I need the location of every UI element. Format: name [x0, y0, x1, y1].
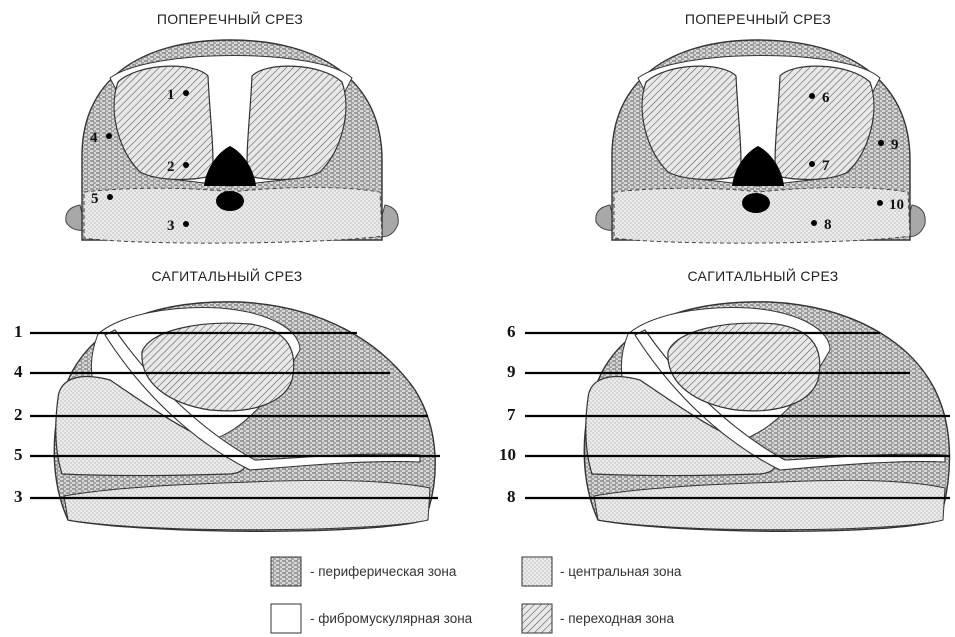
- legend-swatch-transitional: [522, 604, 552, 633]
- legend-swatch-fibromuscular: [271, 604, 301, 633]
- section-line-10-label: 10: [499, 445, 516, 464]
- point-1-dot: [183, 90, 189, 96]
- legend-label-central: - центральная зона: [560, 564, 682, 579]
- section-line-3-label: 3: [14, 487, 23, 506]
- legend-label-transitional: - переходная зона: [560, 611, 674, 626]
- point-6-label: 6: [822, 90, 830, 106]
- transverse-title-right: ПОПЕРЕЧНЫЙ СРЕЗ: [685, 10, 831, 27]
- sagittal-title-left: САГИТАЛЬНЫЙ СРЕЗ: [151, 267, 302, 284]
- section-line-8-label: 8: [507, 487, 516, 506]
- point-10-dot: [877, 200, 883, 206]
- legend: - периферическая зона - центральная зона…: [271, 557, 682, 633]
- point-9-dot: [878, 140, 884, 146]
- transverse-section-left: ПОПЕРЕЧНЫЙ СРЕЗ 1 4 2 5 3: [66, 10, 398, 243]
- point-2-label: 2: [167, 159, 175, 175]
- legend-swatch-peripheral: [271, 557, 301, 586]
- point-8-label: 8: [824, 217, 832, 233]
- legend-swatch-central: [522, 557, 552, 586]
- point-5-dot: [107, 194, 113, 200]
- legend-label-peripheral: - периферическая зона: [310, 564, 457, 579]
- transverse-section-right: ПОПЕРЕЧНЫЙ СРЕЗ 6 9 7 10 8: [596, 10, 925, 243]
- section-line-4-label: 4: [14, 362, 23, 381]
- legend-item-fibromuscular: - фибромускулярная зона: [271, 604, 473, 633]
- ejaculatory-duct-right: [742, 193, 770, 213]
- point-9-label: 9: [891, 137, 899, 153]
- section-line-9-label: 9: [507, 362, 516, 381]
- ejaculatory-duct-left: [216, 191, 244, 211]
- point-7-dot: [809, 161, 815, 167]
- point-8-dot: [811, 220, 817, 226]
- sagittal-title-right: САГИТАЛЬНЫЙ СРЕЗ: [687, 267, 838, 284]
- point-5-label: 5: [91, 191, 99, 207]
- section-line-5-label: 5: [14, 445, 23, 464]
- legend-item-central: - центральная зона: [522, 557, 682, 586]
- section-line-6-label: 6: [507, 322, 516, 341]
- legend-label-fibromuscular: - фибромускулярная зона: [310, 611, 473, 626]
- point-3-dot: [183, 221, 189, 227]
- transverse-title-left: ПОПЕРЕЧНЫЙ СРЕЗ: [157, 10, 303, 27]
- point-4-dot: [106, 133, 112, 139]
- point-4-label: 4: [90, 130, 98, 146]
- point-10-label: 10: [889, 197, 904, 213]
- section-line-1-label: 1: [14, 322, 23, 341]
- sagittal-section-right: САГИТАЛЬНЫЙ СРЕЗ 6 9 7 10 8: [499, 267, 950, 531]
- section-line-7-label: 7: [507, 405, 516, 424]
- legend-item-transitional: - переходная зона: [522, 604, 674, 633]
- point-1-label: 1: [167, 87, 175, 103]
- point-7-label: 7: [822, 158, 830, 174]
- point-2-dot: [183, 162, 189, 168]
- sagittal-section-left: САГИТАЛЬНЫЙ СРЕЗ 1 4 2 5 3: [14, 267, 440, 531]
- legend-item-peripheral: - периферическая зона: [271, 557, 457, 586]
- point-6-dot: [809, 93, 815, 99]
- point-3-label: 3: [167, 218, 175, 234]
- section-line-2-label: 2: [14, 405, 23, 424]
